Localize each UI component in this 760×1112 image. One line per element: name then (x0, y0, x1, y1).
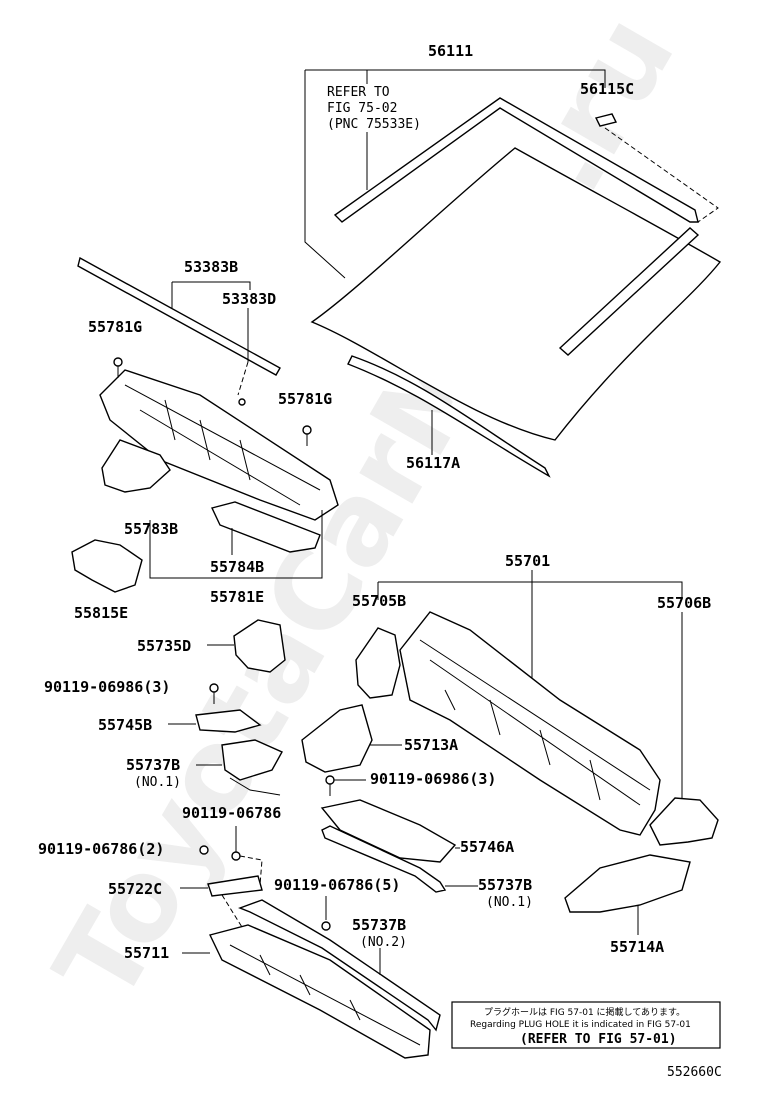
left-lower-group (168, 619, 441, 1059)
label-90119-06786-2: 90119-06786(2) (38, 840, 164, 858)
bracket-55722C[interactable] (207, 875, 263, 897)
part-55705B[interactable] (355, 627, 401, 699)
clip-56115C[interactable] (594, 113, 618, 127)
plug-note-english: Regarding PLUG HOLE it is indicated in F… (470, 1020, 691, 1030)
bolt-90119-06786-5[interactable] (321, 921, 331, 931)
label-90119-06986-right: 90119-06986(3) (370, 770, 496, 788)
cowl-panel-55701[interactable] (399, 611, 661, 836)
fig-note-line3: (PNC 75533E) (327, 117, 421, 132)
bolt-90119-06786-top[interactable] (231, 851, 241, 861)
label-55746A: 55746A (460, 838, 514, 856)
part-55706B[interactable] (649, 797, 719, 846)
label-55737B-no2: 55737B (352, 916, 406, 934)
seal-55783B[interactable] (101, 439, 171, 493)
label-55706B: 55706B (657, 594, 711, 612)
label-55737B-no1-left: 55737B (126, 756, 180, 774)
label-55701: 55701 (505, 552, 550, 570)
part-55714A[interactable] (564, 854, 691, 913)
label-56117A: 56117A (406, 454, 460, 472)
label-53383B: 53383B (184, 258, 238, 276)
label-55737B-no1-right: 55737B (478, 876, 532, 894)
bolt-90119-06786-2[interactable] (199, 845, 209, 855)
seal-55815E[interactable] (71, 539, 143, 593)
label-55737B-no1-left-sub: (NO.1) (134, 775, 181, 790)
label-56111: 56111 (428, 42, 473, 60)
lower-weatherstrip[interactable] (347, 355, 551, 478)
bolt-90119-06986-left[interactable] (209, 683, 219, 693)
label-55737B-no1-right-sub: (NO.1) (486, 895, 533, 910)
label-55711: 55711 (124, 944, 169, 962)
plug-note-japanese: プラグホールは FIG 57-01 に掲載してあります。 (484, 1006, 685, 1018)
label-55784B: 55784B (210, 558, 264, 576)
label-55705B: 55705B (352, 592, 406, 610)
windshield-group (304, 69, 722, 478)
cowl-top-group (71, 256, 339, 593)
bolt-90119-06986-right[interactable] (325, 775, 335, 785)
plug-hole-note: プラグホールは FIG 57-01 に掲載してあります。 Regarding P… (451, 1001, 721, 1049)
fig-note-line2: FIG 75-02 (327, 101, 397, 116)
label-55781E: 55781E (210, 588, 264, 606)
part-55737B-no1-left[interactable] (221, 739, 283, 781)
label-55735D: 55735D (137, 637, 191, 655)
cowl-assembly-group (355, 570, 719, 935)
windshield-glass[interactable] (310, 147, 722, 441)
plug-note-refer: (REFER TO FIG 57-01) (520, 1032, 677, 1047)
label-55815E: 55815E (74, 604, 128, 622)
fig-note-line1: REFER TO (327, 85, 390, 100)
part-55735D[interactable] (233, 619, 286, 673)
label-55737B-no2-sub: (NO.2) (360, 935, 407, 950)
label-56115C: 56115C (580, 80, 634, 98)
strip-55737B-no2[interactable] (238, 899, 441, 1032)
strip-55737B-no1-right[interactable] (321, 825, 447, 893)
label-53383D: 53383D (222, 290, 276, 308)
label-90119-06986-left: 90119-06986(3) (44, 678, 170, 696)
clip-55781G-right[interactable] (302, 425, 312, 435)
part-55713A[interactable] (301, 704, 373, 773)
diagram-code: 552660C (667, 1065, 722, 1080)
seal-55784B[interactable] (211, 501, 321, 553)
upper-moulding[interactable] (333, 97, 699, 223)
center-group (301, 704, 478, 893)
clip-55781G-left[interactable] (113, 357, 123, 367)
label-55713A: 55713A (404, 736, 458, 754)
label-90119-06786-5: 90119-06786(5) (274, 876, 400, 894)
cowl-top-panel[interactable] (99, 369, 339, 521)
clip-53383D[interactable] (238, 398, 246, 406)
label-55781G-right: 55781G (278, 390, 332, 408)
label-55783B: 55783B (124, 520, 178, 538)
label-55714A: 55714A (610, 938, 664, 956)
label-90119-06786-top: 90119-06786 (182, 804, 281, 822)
side-moulding[interactable] (558, 227, 700, 356)
label-55722C: 55722C (108, 880, 162, 898)
part-55745B[interactable] (195, 709, 262, 733)
strip-53383B[interactable] (77, 256, 281, 376)
cowl-panel-55711[interactable] (209, 924, 431, 1059)
label-55781G-left: 55781G (88, 318, 142, 336)
label-55745B: 55745B (98, 716, 152, 734)
